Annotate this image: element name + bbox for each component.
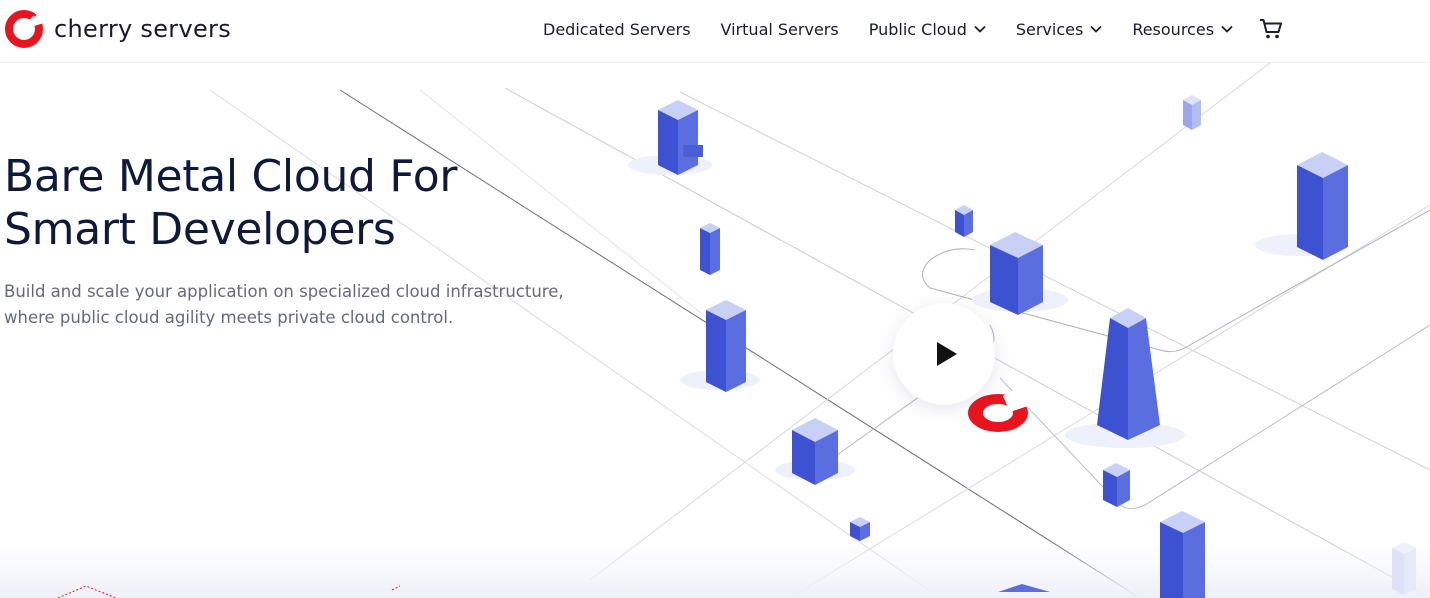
nav-item-label: Virtual Servers (720, 19, 839, 39)
decorative-outline (57, 585, 117, 598)
site-header: cherry servers Dedicated Servers Virtual… (0, 0, 1430, 63)
nav-item-label: Dedicated Servers (543, 19, 691, 39)
building (850, 517, 870, 541)
chevron-down-icon (974, 25, 986, 33)
logo-link[interactable]: cherry servers (4, 9, 231, 49)
isometric-city-illustration (0, 63, 1430, 598)
hero-title-line: Bare Metal Cloud For (4, 151, 458, 202)
nav-virtual-servers[interactable]: Virtual Servers (721, 20, 839, 39)
nav-public-cloud[interactable]: Public Cloud (869, 20, 986, 39)
play-icon (936, 342, 957, 366)
building (1103, 463, 1130, 507)
building (775, 418, 855, 485)
hero-subtitle-line: where public cloud agility meets private… (4, 308, 454, 327)
building (1183, 95, 1201, 130)
chevron-down-icon (1090, 25, 1102, 33)
building (998, 584, 1050, 592)
hero-subtitle-line: Build and scale your application on spec… (4, 282, 564, 301)
nav-item-label: Resources (1132, 19, 1215, 39)
building (628, 100, 712, 175)
hero-subtitle: Build and scale your application on spec… (4, 279, 564, 331)
building (955, 205, 973, 237)
building (700, 223, 720, 275)
nav-item-label: Public Cloud (868, 19, 967, 39)
brand-name: cherry servers (54, 15, 231, 43)
cherry-logo-icon (5, 10, 44, 48)
building (680, 300, 760, 392)
cherry-marker-icon (968, 380, 1034, 432)
main-nav: Dedicated Servers Virtual Servers Public… (543, 0, 1283, 58)
nav-item-label: Services (1015, 19, 1084, 39)
building (1255, 152, 1348, 260)
nav-services[interactable]: Services (1016, 20, 1102, 39)
cart-icon[interactable] (1259, 18, 1283, 40)
hero-title-line: Smart Developers (4, 204, 396, 255)
hero-title: Bare Metal Cloud For Smart Developers (4, 150, 564, 256)
building (1065, 308, 1185, 448)
nav-dedicated-servers[interactable]: Dedicated Servers (543, 20, 691, 39)
decorative-outline (391, 585, 401, 591)
building (1160, 511, 1205, 598)
play-video-button[interactable] (893, 303, 995, 405)
chevron-down-icon (1221, 25, 1233, 33)
nav-resources[interactable]: Resources (1132, 20, 1233, 39)
building (1392, 542, 1416, 595)
building (972, 232, 1068, 315)
